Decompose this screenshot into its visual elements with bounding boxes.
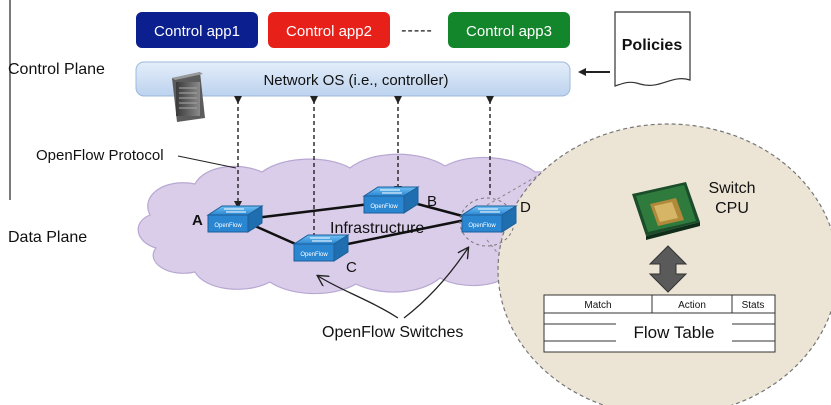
- openflow-switches-arrow-right: [403, 248, 468, 319]
- switch-a-name: A: [192, 212, 203, 229]
- control-app-3-box: [448, 12, 570, 48]
- switch-cpu-label-line2: CPU: [715, 200, 749, 217]
- switch-d-name: D: [520, 199, 531, 216]
- app-separator: -----: [401, 22, 433, 39]
- flow-table: Match Action Stats Flow Table: [543, 294, 776, 353]
- cpu-flowtable-double-arrow-icon: [648, 245, 688, 293]
- control-app-1-box: [136, 12, 258, 48]
- control-app-1-label: Control app1: [154, 23, 240, 40]
- switch-c-badge: OpenFlow: [300, 252, 328, 258]
- openflow-protocol-pointer: [177, 155, 237, 169]
- openflow-switches-label: OpenFlow Switches: [322, 324, 463, 341]
- switch-c[interactable]: OpenFlow: [292, 234, 350, 262]
- network-os-bar: [135, 61, 571, 97]
- flow-table-header-match: Match: [584, 300, 611, 311]
- cpu-chip-icon: [632, 182, 700, 240]
- switch-links: [254, 200, 476, 248]
- openflow-switches-arrow-left: [318, 276, 399, 319]
- control-app-3-label: Control app3: [466, 23, 552, 40]
- flow-table-header-action: Action: [678, 300, 706, 311]
- network-os-label: Network OS (i.e., controller): [263, 72, 448, 89]
- control-app-2[interactable]: Control app2: [268, 12, 390, 48]
- switch-a[interactable]: OpenFlow: [206, 205, 264, 233]
- flow-table-header-stats: Stats: [742, 300, 765, 311]
- flow-table-title: Flow Table: [634, 323, 715, 342]
- switch-d-badge: OpenFlow: [468, 223, 496, 229]
- control-app-3[interactable]: Control app3: [448, 12, 570, 48]
- switch-cpu-label-line1: Switch: [708, 180, 755, 197]
- infrastructure-label: Infrastructure: [330, 220, 424, 237]
- server-icon: [172, 72, 205, 122]
- switch-b-badge: OpenFlow: [370, 204, 398, 210]
- openflow-protocol-label: OpenFlow Protocol: [36, 147, 164, 164]
- data-plane-label: Data Plane: [8, 229, 87, 246]
- switch-b-name: B: [427, 193, 437, 210]
- switch-d[interactable]: OpenFlow: [460, 205, 518, 233]
- control-plane-label: Control Plane: [8, 61, 105, 78]
- control-app-1[interactable]: Control app1: [136, 12, 258, 48]
- control-app-2-label: Control app2: [286, 23, 372, 40]
- policies-label: Policies: [622, 37, 683, 54]
- switch-c-name: C: [346, 259, 357, 276]
- control-app-2-box: [268, 12, 390, 48]
- policies-document: Policies: [614, 11, 691, 87]
- switch-a-badge: OpenFlow: [214, 223, 242, 229]
- switch-b[interactable]: OpenFlow: [362, 186, 420, 214]
